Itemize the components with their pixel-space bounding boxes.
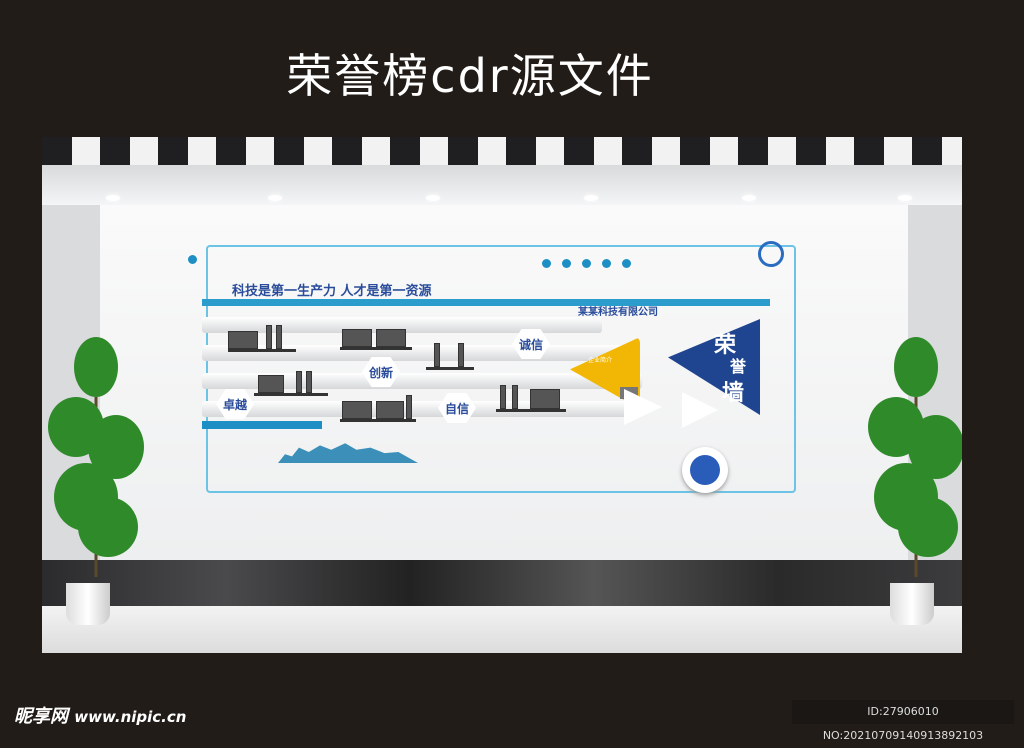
value-hexagon: 创新 — [362, 357, 400, 387]
watermark-url: www.nipic.cn — [74, 708, 187, 726]
circuit-frame — [206, 245, 796, 493]
marble-base — [42, 560, 962, 606]
dot — [188, 255, 197, 264]
watermark-logo: 昵享网 www.nipic.cn — [14, 702, 186, 728]
ceiling-slats — [42, 137, 962, 165]
ceiling-lamp — [898, 195, 912, 201]
honor-char: 誉 — [730, 357, 747, 376]
ceiling — [42, 165, 962, 205]
ceiling-lamp — [742, 195, 756, 201]
plant-icon — [48, 337, 144, 577]
ceiling-lamp — [426, 195, 440, 201]
honor-char: 墙 — [722, 381, 745, 406]
honor-char: 荣 — [714, 333, 737, 358]
company-name: 某某科技有限公司 — [578, 307, 658, 318]
plant-pot — [66, 583, 110, 625]
blue-band — [202, 421, 322, 429]
page-title: 荣誉榜cdr源文件 — [286, 49, 654, 103]
ring — [758, 241, 784, 267]
ceiling-lamp — [584, 195, 598, 201]
slogan: 科技是第一生产力 人才是第一资源 — [232, 284, 432, 299]
ceiling-lamp — [268, 195, 282, 201]
plant-pot — [890, 583, 934, 625]
watermark-logo-text: 昵享网 — [14, 706, 68, 727]
plant-icon — [868, 337, 962, 577]
wall-render: 科技是第一生产力 人才是第一资源 某某科技有限公司 卓越 创新 诚信 自信 企业… — [42, 137, 962, 653]
value-hexagon: 自信 — [438, 393, 476, 423]
circle — [690, 455, 720, 485]
image-id: ID:27906010 NO:20210709140913892103 — [792, 700, 1014, 742]
intro-label: 企业简介 — [588, 357, 613, 364]
floor — [42, 606, 962, 653]
ceiling-lamp — [106, 195, 120, 201]
blue-band — [202, 299, 770, 306]
